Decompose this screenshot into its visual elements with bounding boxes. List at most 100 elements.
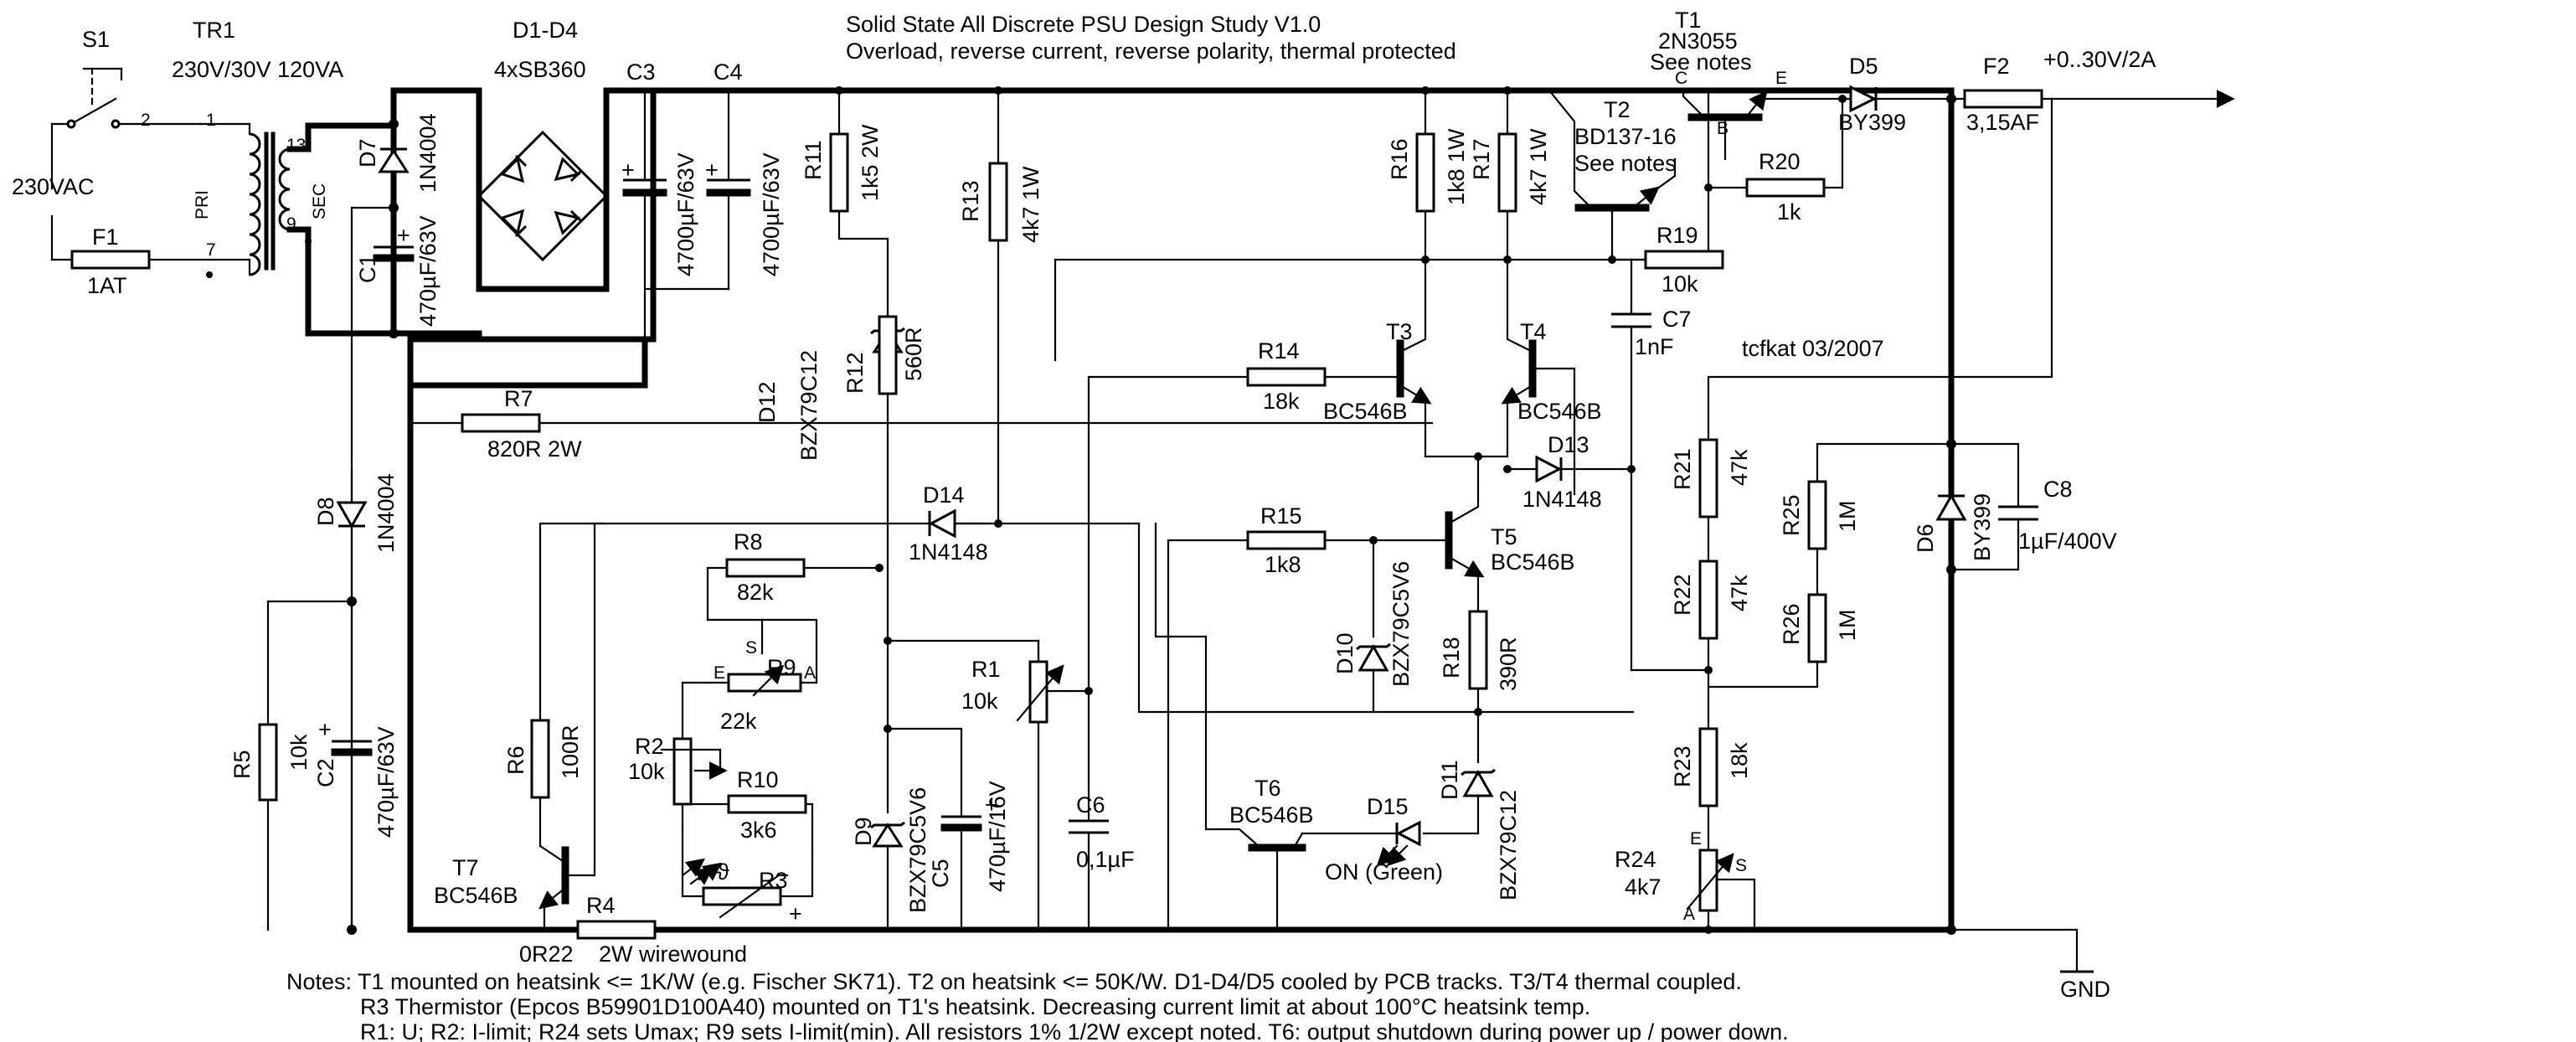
note-line-3: R1: U; R2: I-limit; R24 sets Umax; R9 se… — [360, 1019, 1789, 1042]
tr1-value: 230V/30V 120VA — [172, 57, 343, 82]
r5-label: R5 — [229, 750, 255, 779]
t4-value: BC546B — [1517, 399, 1602, 424]
diode-d13: D13 1N4148 — [1503, 432, 1633, 512]
r15-value: 1k8 — [1265, 552, 1301, 577]
c4-label: C4 — [714, 59, 743, 85]
c3-label: C3 — [626, 59, 656, 85]
transistor-t1: T1 2N3055 See notes C E B — [1650, 8, 1787, 161]
r17-value: 4k7 1W — [1526, 128, 1551, 205]
f1-label: F1 — [92, 224, 119, 250]
c7-value: 1nF — [1635, 334, 1674, 359]
resistor-r12: R12 560R — [842, 315, 1040, 730]
capacitor-c5: + C5 470µF/16V — [928, 781, 1010, 931]
c6-label: C6 — [1076, 792, 1105, 818]
resistor-r22: R22 47k — [1670, 560, 1752, 730]
resistor-r25: R25 1M — [1779, 439, 1956, 596]
d12-value: BZX79C12 — [796, 350, 822, 461]
resistor-r18: R18 390R — [1439, 610, 1521, 716]
d15-value: ON (Green) — [1325, 859, 1443, 885]
resistor-r4: R4 0R22 2W wirewound — [519, 893, 747, 967]
d7-label: D7 — [355, 138, 380, 168]
resistor-r7: R7 820R 2W — [409, 386, 1434, 462]
schematic-title: Solid State All Discrete PSU Design Stud… — [846, 12, 1321, 37]
r9-value: 22k — [720, 709, 757, 734]
zener-d11: D11 BZX79C12 — [1437, 710, 1521, 900]
s1-label: S1 — [82, 27, 110, 52]
r9-s-pin: S — [745, 638, 757, 658]
r7-label: R7 — [504, 386, 533, 411]
c1-label: C1 — [355, 254, 380, 283]
d12-label: D12 — [755, 381, 780, 423]
pin13-label: 13 — [286, 136, 306, 155]
pin1-label: 1 — [206, 111, 216, 130]
r25-label: R25 — [1779, 494, 1804, 536]
d15-label: D15 — [1367, 794, 1409, 819]
resistor-r23: R23 18k — [1670, 727, 1752, 852]
capacitor-c3: + C3 4700µF/63V — [621, 59, 698, 341]
d8-label: D8 — [313, 497, 338, 526]
transistor-t6: T6 BC546B — [1154, 522, 1314, 931]
pin2-label: 2 — [141, 111, 151, 130]
d9-value: BZX79C5V6 — [905, 787, 930, 913]
d1d4-value: 4xSB360 — [494, 57, 586, 82]
note-line-1: Notes: T1 mounted on heatsink <= 1K/W (e… — [286, 969, 1742, 994]
c7-label: C7 — [1662, 307, 1692, 332]
r7-value: 820R 2W — [487, 436, 582, 462]
capacitor-c2: + C2 470µF/63V — [313, 596, 399, 935]
d6-label: D6 — [1913, 524, 1938, 553]
d5-label: D5 — [1849, 54, 1878, 79]
t6-label: T6 — [1255, 776, 1281, 801]
d14-label: D14 — [923, 482, 965, 508]
d5-value: BY399 — [1838, 110, 1906, 135]
c5-value: 470µF/16V — [985, 781, 1010, 892]
t1-b-pin: B — [1717, 119, 1728, 138]
r20-label: R20 — [1759, 149, 1801, 174]
r4-value-2: 2W wirewound — [599, 941, 747, 967]
potentiometer-r2: R2 10k — [628, 681, 728, 827]
mains-label: 230VAC — [12, 174, 95, 199]
r18-label: R18 — [1439, 637, 1464, 678]
output-label: +0..30V/2A — [2043, 47, 2156, 72]
pri-label: PRI — [193, 190, 212, 219]
d10-label: D10 — [1332, 632, 1358, 674]
capacitor-c6: C6 0,1µF — [1069, 375, 1249, 931]
capacitor-c7: C7 1nF — [1611, 258, 1710, 672]
resistor-r19: R19 10k — [1608, 223, 1724, 297]
r2-label: R2 — [635, 734, 664, 759]
r22-label: R22 — [1670, 574, 1695, 616]
c6-value: 0,1µF — [1076, 847, 1135, 872]
resistor-r5: R5 10k — [229, 600, 353, 931]
f2-value: 3,15AF — [1966, 110, 2039, 135]
d6-value: BY399 — [1970, 493, 1995, 561]
r12-label: R12 — [842, 352, 868, 394]
r23-label: R23 — [1670, 745, 1695, 787]
c8-label: C8 — [2043, 477, 2073, 502]
r8-value: 82k — [737, 580, 774, 605]
resistor-r8: R8 82k — [706, 529, 884, 622]
resistor-r13: R13 4k7 1W — [958, 86, 1043, 528]
pin7-label: 7 — [206, 240, 216, 260]
r26-label: R26 — [1779, 603, 1804, 645]
diode-d7: D7 1N4004 — [355, 113, 440, 193]
r3-plus: + — [789, 901, 802, 926]
output-stage: D5 BY399 F2 3,15AF +0..30V/2A — [1761, 47, 2235, 135]
pin9-label: 9 — [286, 214, 296, 234]
potentiometer-r1: R1 10k — [961, 639, 1090, 931]
r20-value: 1k — [1777, 199, 1801, 224]
author-label: tcfkat 03/2007 — [1742, 336, 1884, 361]
d10-value: BZX79C5V6 — [1388, 561, 1414, 687]
transistor-t3: T3 BC546B — [1323, 258, 1480, 458]
r3-label: R3 — [759, 868, 788, 893]
r19-label: R19 — [1656, 223, 1698, 248]
r1-value: 10k — [961, 689, 998, 714]
t5-label: T5 — [1491, 524, 1517, 549]
t2-note: See notes — [1574, 151, 1677, 176]
c2-value: 470µF/63V — [374, 726, 399, 838]
capacitor-c1: + C1 470µF/63V — [350, 170, 440, 931]
t2-label: T2 — [1604, 97, 1631, 122]
t1-note: See notes — [1650, 49, 1752, 75]
diode-d8: D8 1N4004 — [313, 467, 399, 931]
r8-label: R8 — [734, 529, 763, 555]
r11-label: R11 — [801, 140, 826, 180]
led-d15: D15 ON (Green) — [1301, 794, 1480, 885]
